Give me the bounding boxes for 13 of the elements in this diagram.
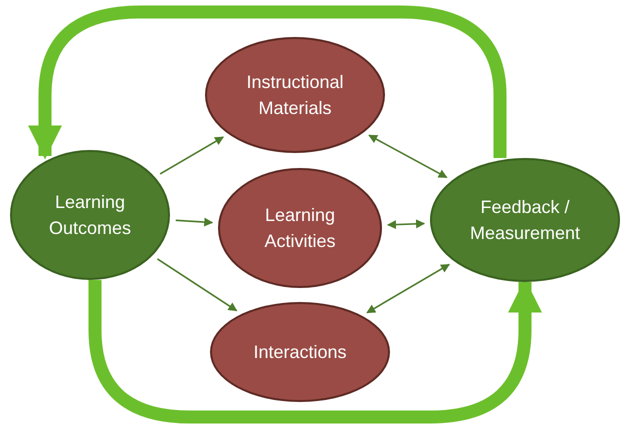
node-label: Learning Outcomes bbox=[48, 190, 132, 240]
node-label: Feedback / Measurement bbox=[468, 196, 582, 245]
arrow bbox=[156, 258, 238, 312]
node-label: Instructional Materials bbox=[245, 70, 345, 120]
node-label: Learning Activities bbox=[263, 204, 336, 253]
node-label: Interactions bbox=[252, 340, 348, 364]
arrow bbox=[160, 136, 224, 175]
arrow bbox=[387, 219, 426, 230]
curved-arrow bbox=[88, 278, 542, 424]
arrow bbox=[368, 134, 448, 178]
curved-arrow bbox=[28, 6, 506, 160]
arrow bbox=[366, 264, 450, 314]
arrow bbox=[176, 218, 214, 227]
